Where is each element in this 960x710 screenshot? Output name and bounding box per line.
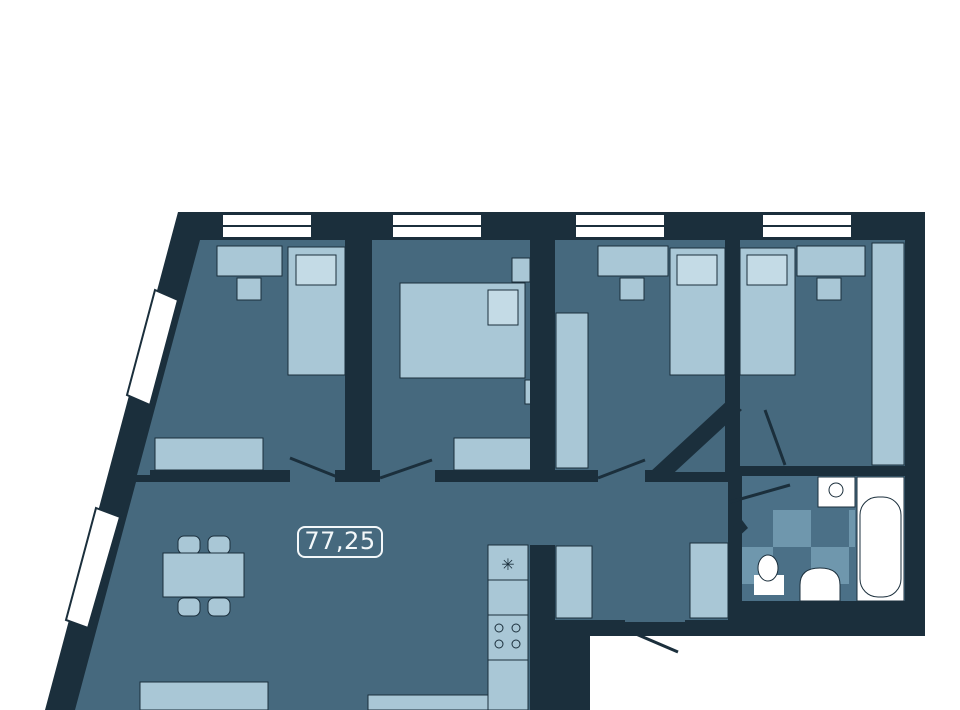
washing-machine[interactable] — [817, 476, 856, 508]
bathroom-wall — [728, 470, 920, 636]
desks — [216, 245, 866, 405]
door-leaf — [763, 409, 787, 466]
corridor-opening — [600, 636, 960, 710]
diagonal-wall — [650, 400, 742, 482]
beds — [287, 246, 796, 379]
total-area-label: 77,25 — [297, 526, 383, 558]
living-hall-floor — [75, 482, 735, 710]
washing-machine-drum — [828, 482, 844, 498]
door-leaf — [729, 483, 791, 504]
sink[interactable] — [799, 567, 841, 602]
windows — [64, 213, 853, 630]
door-gap — [290, 470, 335, 484]
door-gap — [598, 466, 648, 484]
entrance-door-leaf — [621, 626, 679, 654]
toilet-bowl — [757, 554, 779, 582]
toilet[interactable] — [754, 575, 784, 595]
door-leaf — [379, 458, 433, 480]
sofa — [139, 681, 269, 710]
kitchen-wall-column — [530, 545, 555, 710]
wardrobes — [154, 242, 905, 619]
diagonal-wall — [728, 520, 748, 540]
door-leaf — [289, 456, 341, 480]
snowflake-icon: ✳ — [501, 555, 514, 574]
door-leaf — [597, 458, 646, 480]
door-gap — [380, 470, 435, 484]
interior-walls — [150, 240, 740, 636]
dining-set — [162, 535, 245, 617]
stove-burners — [494, 623, 521, 649]
bathtub-basin — [859, 496, 902, 598]
